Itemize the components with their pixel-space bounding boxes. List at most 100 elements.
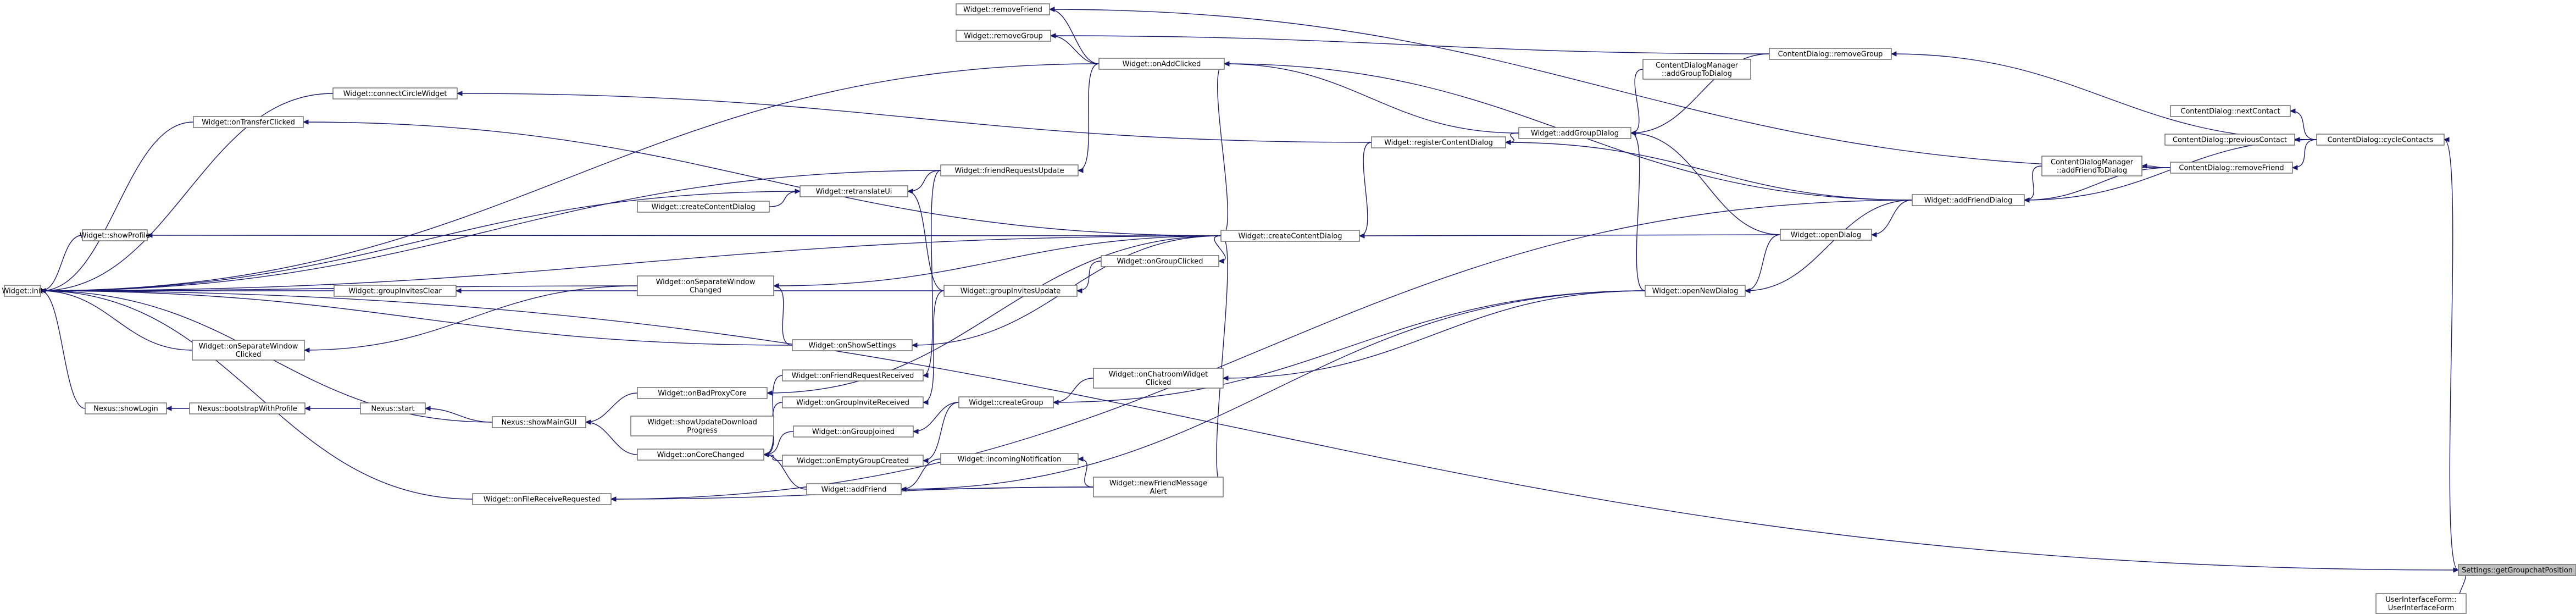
node-on-file-receive-requested[interactable]: Widget::onFileReceiveRequested [472,493,612,505]
node-create-group[interactable]: Widget::createGroup [958,396,1054,408]
arrowhead [302,119,309,125]
node-cdm-add-group-to-dialog[interactable]: ContentDialogManager::addGroupToDialog [1642,59,1751,80]
node-box [85,402,167,414]
arrowhead [2291,165,2298,170]
call-edge [1050,35,1100,64]
arrowhead [763,452,769,457]
arrowhead [2443,137,2450,142]
node-show-profile[interactable]: Widget::showProfile [80,229,151,241]
node-incoming-notification[interactable]: Widget::incomingNotification [940,453,1079,465]
node-group-invites-update[interactable]: Widget::groupInvitesUpdate [943,285,1078,297]
arrowhead [1076,288,1082,294]
node-show-main-g-u-i[interactable]: Nexus::showMainGUI [492,416,586,428]
node-cd-remove-friend[interactable]: ContentDialog::removeFriend [2170,162,2293,174]
node-on-add-clicked[interactable]: Widget::onAddClicked [1098,58,1225,70]
call-edge [1505,132,1519,143]
node-box [2170,105,2291,117]
node-user-interface-form[interactable]: UserInterfaceForm::UserInterfaceForm [2375,593,2467,614]
node-group-invites-clear[interactable]: Widget::groupInvitesClear [334,285,457,297]
node-label: ContentDialog::nextContact [2180,108,2280,116]
node-get-groupchat-position[interactable]: Settings::getGroupchatPosition [2458,564,2576,576]
node-box [1093,368,1224,389]
node-label: Widget::removeFriend [963,6,1042,14]
call-edge [40,170,941,291]
node-create-content-dialog2[interactable]: Widget::createContentDialog [1220,230,1360,242]
node-label: ContentDialog::cycleContacts [2328,136,2434,145]
node-register-content-dialog[interactable]: Widget::registerContentDialog [1371,136,1506,148]
node-on-show-settings[interactable]: Widget::onShowSettings [792,339,913,351]
node-cd-cycle-contacts[interactable]: ContentDialog::cycleContacts [2316,134,2445,146]
node-remove-friend[interactable]: Widget::removeFriend [956,3,1050,15]
node-open-new-dialog[interactable]: Widget::openNewDialog [1645,285,1746,297]
node-box [1780,229,1872,241]
node-label: Widget::createContentDialog [1239,233,1342,241]
node-connect-circle-widget[interactable]: Widget::connectCircleWidget [332,87,458,99]
call-edge [585,392,638,423]
node-cdm-add-friend-to-dialog[interactable]: ContentDialogManager::addFriendToDialog [2041,156,2142,176]
arrowhead [1744,288,1751,294]
node-nexus-start[interactable]: Nexus::start [360,402,426,414]
node-show-login[interactable]: Nexus::showLogin [85,402,167,414]
node-cd-next-contact[interactable]: ContentDialog::nextContact [2170,105,2291,117]
node-box [192,340,305,361]
arrowhead [165,406,172,411]
node-label: Nexus::showMainGUI [501,419,576,427]
node-add-group-dialog[interactable]: Widget::addGroupDialog [1518,127,1631,139]
call-edge [1223,290,1646,379]
node-label: Widget::onSeparateWindow [656,278,756,286]
node-add-friend[interactable]: Widget::addFriend [806,483,902,495]
node-remove-group[interactable]: Widget::removeGroup [956,30,1051,42]
node-label: Widget::removeGroup [964,32,1042,41]
node-cd-remove-group[interactable]: ContentDialog::removeGroup [1769,48,1892,60]
node-retranslate-ui[interactable]: Widget::retranslateUi [800,185,908,197]
call-edge [40,235,1222,291]
node-box [958,396,1054,408]
node-add-friend-dialog[interactable]: Widget::addFriendDialog [1912,194,2025,206]
node-box [1371,136,1506,148]
node-on-group-joined[interactable]: Widget::onGroupJoined [793,425,914,438]
node-label: Changed [690,286,721,295]
node-label: Widget::onCoreChanged [657,451,745,460]
call-edge [1630,132,1781,235]
arrowhead [1222,375,1229,381]
node-init[interactable]: Widget::init [2,285,43,297]
node-box [782,369,924,381]
node-cd-previous-contact[interactable]: ContentDialog::previousContact [2164,134,2295,146]
node-on-bad-proxy-core[interactable]: Widget::onBadProxyCore [637,387,768,399]
node-bootstrap-with-profile[interactable]: Nexus::bootstrapWithProfile [189,402,306,414]
node-label: Widget::registerContentDialog [1384,139,1493,147]
node-on-group-clicked[interactable]: Widget::onGroupClicked [1101,255,1219,267]
node-box [637,275,774,296]
node-on-core-changed[interactable]: Widget::onCoreChanged [637,449,764,461]
arrowhead [1630,130,1636,136]
node-on-group-invite-received[interactable]: Widget::onGroupInviteReceived [782,396,924,408]
call-edge [585,422,638,455]
arrowhead [1052,400,1059,405]
call-edge [2290,110,2317,140]
call-edge [769,191,801,207]
call-edge [2024,167,2171,201]
node-label: ContentDialogManager [2051,158,2134,167]
node-open-dialog[interactable]: Widget::openDialog [1780,229,1872,241]
node-box [1645,285,1746,297]
arrowhead [907,189,913,194]
node-on-transfer-clicked[interactable]: Widget::onTransferClicked [193,116,304,128]
node-label: Widget::groupInvitesUpdate [961,287,1061,296]
node-box [637,449,764,461]
node-label: Clicked [236,351,262,359]
node-box [940,164,1079,176]
node-on-friend-request-received[interactable]: Widget::onFriendRequestReceived [782,369,924,381]
arrowhead [2141,163,2147,169]
arrowhead [455,288,462,294]
node-label: Widget::showUpdateDownload [647,418,757,427]
node-friend-requests-update[interactable]: Widget::friendRequestsUpdate [940,164,1079,176]
call-edge [1217,63,1228,236]
arrowhead [1504,140,1511,145]
node-create-content-dialog1[interactable]: Widget::createContentDialog [637,201,770,213]
node-on-empty-group-created[interactable]: Widget::onEmptyGroupCreated [782,455,924,467]
